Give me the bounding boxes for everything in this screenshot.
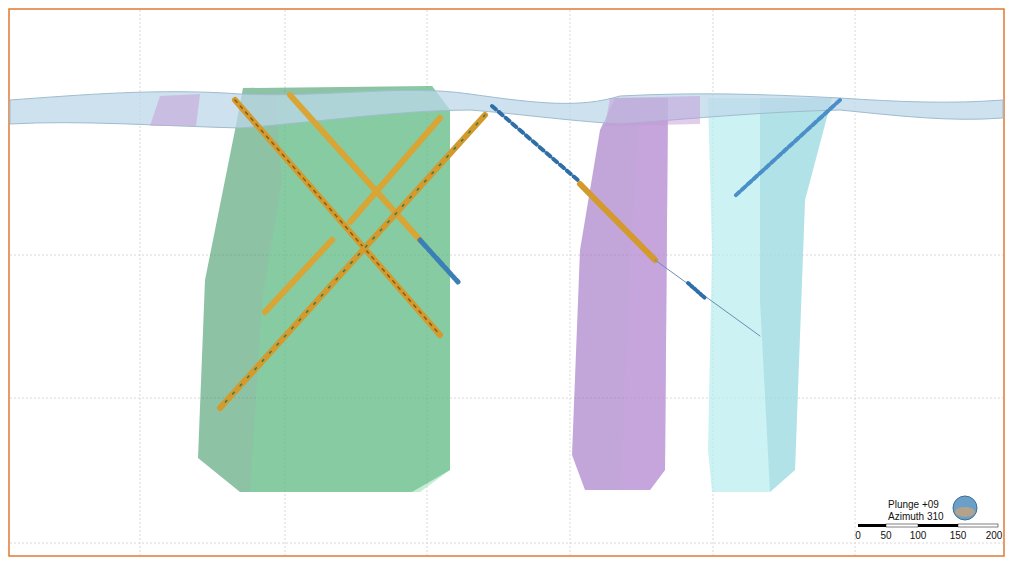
frame bbox=[9, 9, 1004, 556]
scale-value: 50 bbox=[880, 531, 891, 541]
topography-surface bbox=[10, 90, 1003, 128]
view-plunge: Plunge +09 bbox=[888, 500, 939, 510]
scale-value: 200 bbox=[986, 531, 1003, 541]
scale-bar bbox=[858, 524, 998, 527]
drill-holes bbox=[220, 95, 840, 408]
scale-value: 100 bbox=[910, 531, 927, 541]
orientation-globe bbox=[953, 496, 977, 520]
scale-value: 150 bbox=[950, 531, 967, 541]
grid bbox=[10, 10, 1003, 555]
scale-value: 0 bbox=[855, 531, 861, 541]
view-azimuth: Azimuth 310 bbox=[888, 512, 944, 522]
cyan-domain bbox=[708, 98, 832, 492]
purple-domain bbox=[572, 98, 668, 490]
